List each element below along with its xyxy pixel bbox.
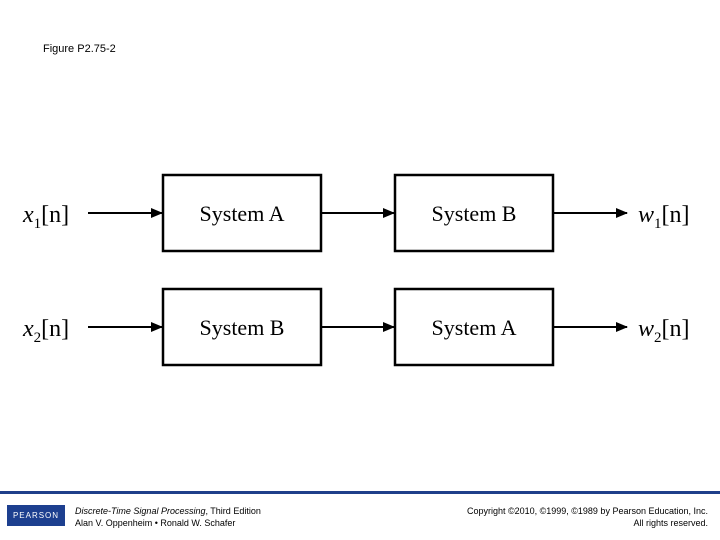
block-diagram: x1[n] System A System B w1[n] x2[n] Syst… <box>22 173 690 367</box>
output-signal-w1: w1[n] <box>638 202 690 232</box>
diagram-row-2: x2[n] System B System A w2[n] <box>22 287 690 367</box>
system-box-row1-second <box>393 173 555 253</box>
input-signal-x1: x1[n] <box>22 202 69 232</box>
book-citation: Discrete-Time Signal Processing, Third E… <box>75 505 261 529</box>
system-label-row1-first: System A <box>200 201 285 226</box>
copyright-notice: Copyright ©2010, ©1999, ©1989 by Pearson… <box>467 505 708 529</box>
figure-label: Figure P2.75-2 <box>43 43 116 55</box>
book-title: Discrete-Time Signal Processing <box>75 506 206 516</box>
footer-rule <box>0 491 720 494</box>
system-box-row2-first <box>161 287 323 367</box>
publisher-logo: PEARSON <box>7 505 65 526</box>
system-label-row1-second: System B <box>432 201 517 226</box>
diagram-row-1: x1[n] System A System B w1[n] <box>22 173 690 253</box>
output-signal-w2: w2[n] <box>638 316 690 346</box>
system-label-row2-second: System A <box>432 315 517 340</box>
book-authors: Alan V. Oppenheim • Ronald W. Schafer <box>75 518 236 528</box>
copyright-line-1: Copyright ©2010, ©1999, ©1989 by Pearson… <box>466 506 708 516</box>
copyright-line-2: All rights reserved. <box>633 518 708 528</box>
book-edition: , Third Edition <box>205 506 261 516</box>
system-label-row2-first: System B <box>200 315 285 340</box>
input-signal-x2: x2[n] <box>22 316 69 346</box>
